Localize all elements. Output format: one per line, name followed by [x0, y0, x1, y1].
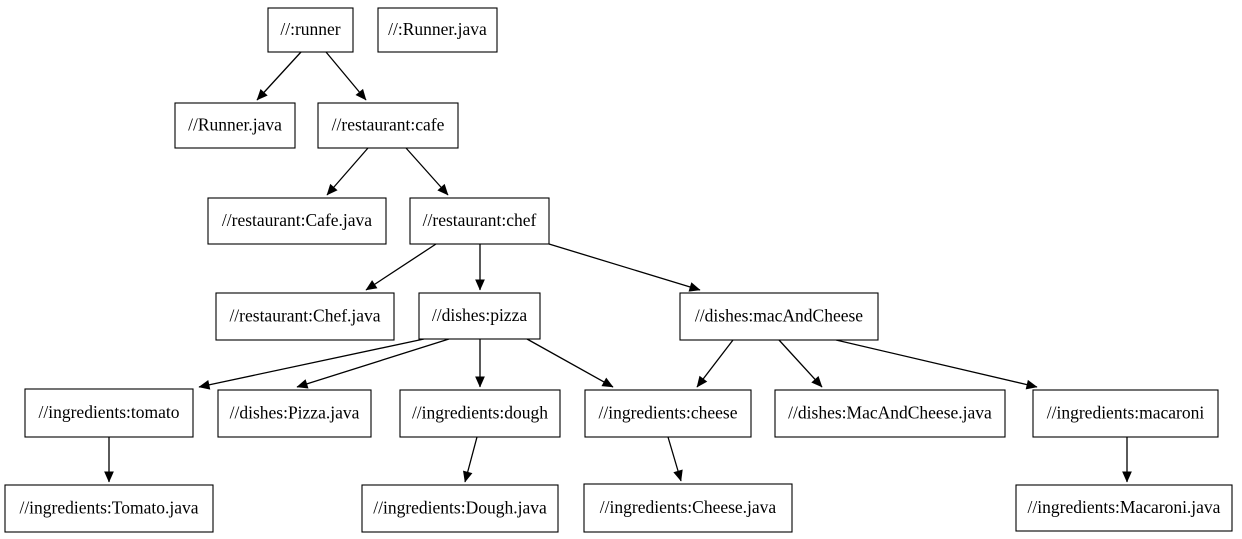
node-cafe-java: //restaurant:Cafe.java	[207, 197, 387, 245]
node-runner-java-root-label: //:Runner.java	[388, 19, 487, 39]
node-tomato-java-box	[4, 484, 214, 533]
edge-mac-and-cheese-to-macaroni	[835, 339, 1038, 390]
node-cheese-box	[584, 389, 752, 438]
node-mac-and-cheese-label: //dishes:macAndCheese	[695, 306, 863, 326]
edge-cafe-to-chef	[405, 147, 449, 196]
node-pizza-java-box	[217, 389, 372, 438]
node-dough: //ingredients:dough	[399, 389, 561, 438]
node-runner-java-box	[174, 102, 296, 149]
edge-mac-and-cheese-to-mac-and-cheese-java	[778, 339, 823, 388]
node-cafe-java-box	[207, 197, 387, 245]
node-cafe: //restaurant:cafe	[317, 102, 459, 149]
node-chef-box	[409, 197, 550, 245]
edge-chef-to-chef-java	[365, 243, 437, 291]
node-tomato-java-label: //ingredients:Tomato.java	[19, 498, 198, 518]
node-macaroni-java-box	[1015, 484, 1233, 532]
node-chef-java-label: //restaurant:Chef.java	[229, 306, 380, 326]
node-pizza-java: //dishes:Pizza.java	[217, 389, 372, 438]
node-chef: //restaurant:chef	[409, 197, 550, 245]
edge-pizza-to-cheese	[526, 338, 614, 388]
edge-chef-to-mac-and-cheese	[548, 243, 701, 292]
node-runner-java-label: //Runner.java	[188, 115, 282, 135]
node-macaroni-java: //ingredients:Macaroni.java	[1015, 484, 1233, 532]
node-runner-java-root-box	[377, 7, 498, 53]
node-chef-java: //restaurant:Chef.java	[215, 292, 395, 341]
node-runner-java-root: //:Runner.java	[377, 7, 498, 53]
node-runner: //:runner	[267, 7, 354, 53]
node-cafe-box	[317, 102, 459, 149]
node-mac-and-cheese-java: //dishes:MacAndCheese.java	[774, 389, 1006, 438]
edge-mac-and-cheese-to-cheese	[696, 339, 734, 388]
node-cheese: //ingredients:cheese	[584, 389, 752, 438]
node-cheese-java-box	[583, 483, 793, 533]
edge-runner-to-cafe	[325, 51, 367, 101]
node-cafe-label: //restaurant:cafe	[332, 115, 445, 135]
nodes-layer: //:runner //:Runner.java //Runner.java //re…	[4, 7, 1233, 533]
node-chef-java-box	[215, 292, 395, 341]
node-cheese-java: //ingredients:Cheese.java	[583, 483, 793, 533]
node-cheese-label: //ingredients:cheese	[599, 403, 738, 423]
node-dough-box	[399, 389, 561, 438]
node-runner-java: //Runner.java	[174, 102, 296, 149]
node-dough-java: //ingredients:Dough.java	[361, 484, 559, 533]
edge-cheese-to-cheese-java	[667, 436, 683, 482]
node-macaroni-label: //ingredients:macaroni	[1047, 403, 1205, 423]
node-mac-and-cheese-java-label: //dishes:MacAndCheese.java	[788, 403, 992, 423]
edge-dough-to-dough-java	[463, 436, 478, 483]
edge-runner-to-runner-java	[256, 51, 302, 101]
node-macaroni-java-label: //ingredients:Macaroni.java	[1028, 497, 1221, 517]
edge-pizza-to-pizza-java	[296, 338, 450, 389]
edge-cafe-to-cafe-java	[326, 147, 369, 196]
node-macaroni: //ingredients:macaroni	[1032, 389, 1219, 438]
node-cheese-java-label: //ingredients:Cheese.java	[600, 497, 777, 517]
node-tomato: //ingredients:tomato	[24, 388, 194, 438]
node-tomato-label: //ingredients:tomato	[39, 402, 180, 422]
node-mac-and-cheese: //dishes:macAndCheese	[679, 292, 879, 341]
edge-pizza-to-tomato	[198, 338, 425, 390]
node-pizza-label: //dishes:pizza	[432, 305, 527, 325]
node-dough-java-box	[361, 484, 559, 533]
node-cafe-java-label: //restaurant:Cafe.java	[222, 210, 372, 230]
node-tomato-box	[24, 388, 194, 438]
node-pizza-java-label: //dishes:Pizza.java	[230, 403, 360, 423]
node-macaroni-box	[1032, 389, 1219, 438]
node-pizza: //dishes:pizza	[418, 292, 541, 340]
edges-layer	[104, 51, 1132, 483]
node-dough-label: //ingredients:dough	[412, 403, 548, 423]
node-runner-box	[267, 7, 354, 53]
node-mac-and-cheese-box	[679, 292, 879, 341]
node-runner-label: //:runner	[280, 19, 340, 39]
node-dough-java-label: //ingredients:Dough.java	[373, 498, 547, 518]
node-tomato-java: //ingredients:Tomato.java	[4, 484, 214, 533]
node-chef-label: //restaurant:chef	[423, 210, 537, 230]
node-pizza-box	[418, 292, 541, 340]
node-mac-and-cheese-java-box	[774, 389, 1006, 438]
